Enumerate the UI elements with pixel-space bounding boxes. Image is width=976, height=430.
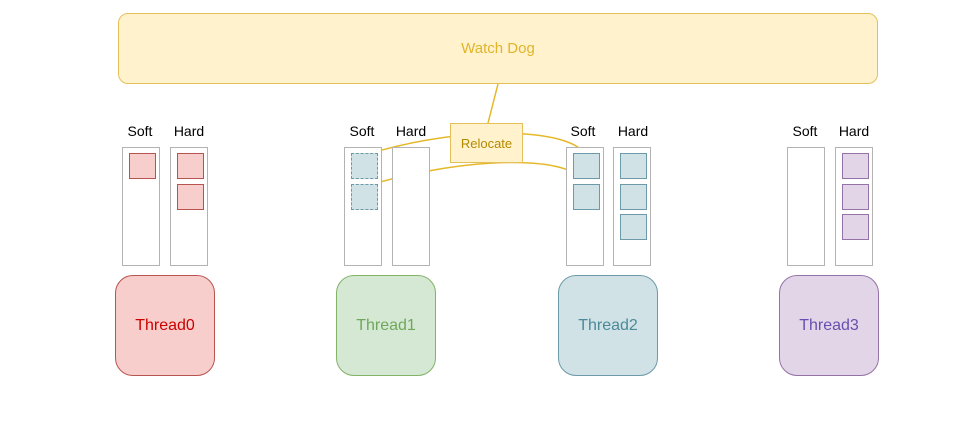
thread0-hard-queue [170, 147, 208, 266]
thread3-soft-queue [787, 147, 825, 266]
thread1-soft-queue [344, 147, 382, 266]
thread1-relocated-task [351, 184, 378, 210]
thread3-hard-queue [835, 147, 873, 266]
thread2-hard-queue [613, 147, 651, 266]
relocate-box: Relocate [450, 123, 523, 163]
thread0-soft-queue [122, 147, 160, 266]
thread3-hard-task [842, 184, 869, 210]
thread1-relocated-task [351, 153, 378, 179]
thread2-soft-task [573, 153, 600, 179]
thread1-hard-label: Hard [395, 123, 427, 139]
thread3-hard-task [842, 153, 869, 179]
thread1-soft-label: Soft [349, 123, 375, 139]
thread2-hard-task [620, 214, 647, 240]
watchdog-to-relocate-line [487, 83, 499, 124]
thread0-hard-task [177, 184, 204, 210]
thread3-hard-task [842, 214, 869, 240]
thread3-hard-label: Hard [838, 123, 870, 139]
watchdog-box: Watch Dog [118, 13, 878, 84]
thread3-soft-label: Soft [792, 123, 818, 139]
thread2-soft-queue [566, 147, 604, 266]
thread1-label: Thread1 [356, 316, 416, 334]
watchdog-label: Watch Dog [461, 40, 535, 57]
thread2-soft-task [573, 184, 600, 210]
thread0-box: Thread0 [115, 275, 215, 376]
thread2-hard-label: Hard [617, 123, 649, 139]
thread1-hard-queue [392, 147, 430, 266]
thread0-label: Thread0 [135, 316, 195, 334]
thread3-label: Thread3 [799, 316, 859, 334]
thread2-hard-task [620, 184, 647, 210]
thread2-label: Thread2 [578, 316, 638, 334]
thread2-hard-task [620, 153, 647, 179]
thread2-soft-label: Soft [570, 123, 596, 139]
thread2-box: Thread2 [558, 275, 658, 376]
thread0-hard-task [177, 153, 204, 179]
thread1-box: Thread1 [336, 275, 436, 376]
thread0-hard-label: Hard [173, 123, 205, 139]
thread3-box: Thread3 [779, 275, 879, 376]
thread0-soft-task [129, 153, 156, 179]
thread0-soft-label: Soft [127, 123, 153, 139]
relocate-label: Relocate [460, 135, 513, 151]
